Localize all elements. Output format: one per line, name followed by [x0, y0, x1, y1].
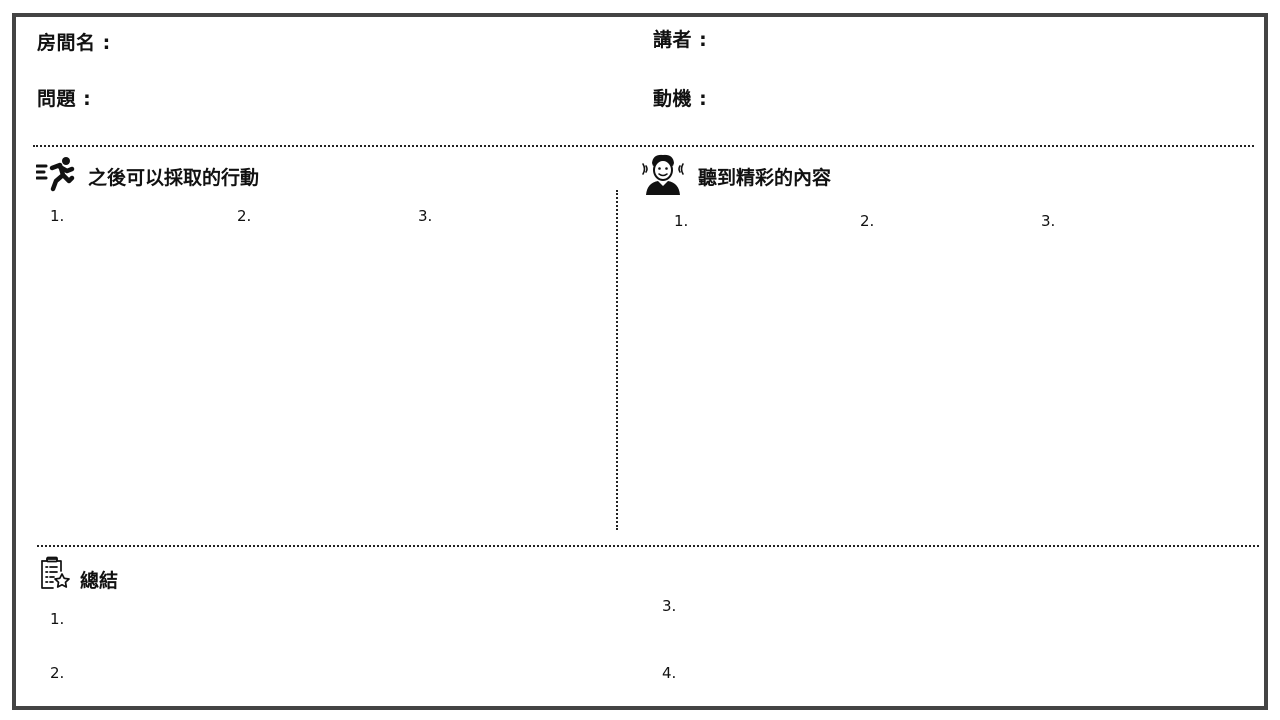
running-person-icon — [36, 157, 75, 192]
actions-item-3: 3. — [418, 207, 433, 225]
summary-item-4: 4. — [662, 664, 677, 682]
header-divider — [33, 145, 1254, 147]
summary-section-title: 總結 — [80, 570, 119, 592]
actions-item-1: 1. — [50, 207, 65, 225]
worksheet-frame — [12, 13, 1268, 710]
summary-divider — [37, 545, 1259, 547]
motivation-label: 動機 : — [653, 88, 708, 110]
clipboard-checklist-icon — [41, 556, 70, 589]
highlights-item-2: 2. — [860, 212, 875, 230]
actions-section-title: 之後可以採取的行動 — [88, 167, 260, 189]
summary-item-3: 3. — [662, 597, 677, 615]
room-name-label: 房間名 : — [37, 32, 111, 54]
highlights-section-title: 聽到精彩的內容 — [698, 167, 832, 189]
highlights-item-1: 1. — [674, 212, 689, 230]
column-divider — [616, 190, 618, 530]
summary-item-1: 1. — [50, 610, 65, 628]
actions-item-2: 2. — [237, 207, 252, 225]
listening-person-icon — [642, 154, 684, 195]
highlights-item-3: 3. — [1041, 212, 1056, 230]
summary-item-2: 2. — [50, 664, 65, 682]
speaker-label: 講者 : — [653, 29, 708, 51]
question-label: 問題 : — [37, 88, 92, 110]
